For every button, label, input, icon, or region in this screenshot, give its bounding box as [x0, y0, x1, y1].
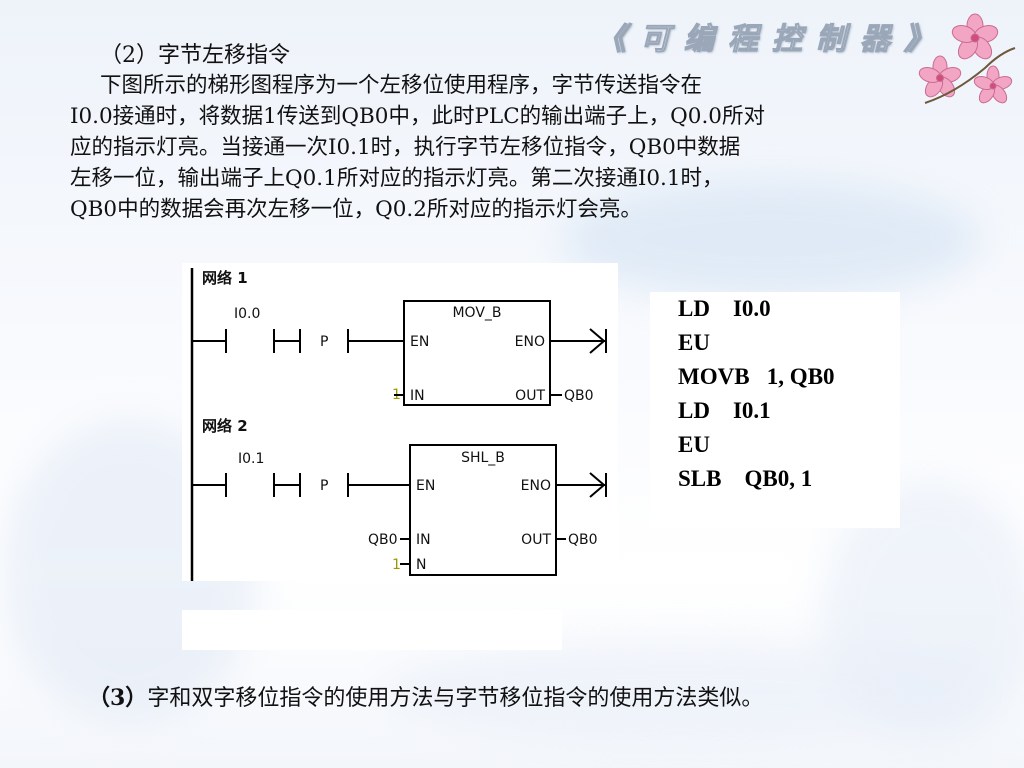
network1-box-title: MOV_B — [452, 305, 501, 321]
description-paragraph: 下图所示的梯形图程序为一个左移位使用程序，字节传送指令在 I0.0接通时，将数据… — [70, 70, 950, 225]
network1-contact-icon — [225, 329, 275, 353]
section-title: （2）字节左移指令 — [100, 43, 290, 68]
network2-n-value: 1 — [392, 557, 401, 573]
network2-in-label: IN — [416, 532, 431, 548]
flower-decoration-icon — [918, 13, 1016, 104]
network2-label: 网络 2 — [202, 417, 248, 435]
network1-en-label: EN — [410, 334, 429, 350]
network1-out-value: QB0 — [564, 388, 594, 404]
footer-number: （3） — [88, 685, 148, 711]
network2-contact-icon — [225, 473, 275, 497]
paragraph-line: 下图所示的梯形图程序为一个左移位使用程序，字节传送指令在 — [100, 73, 703, 98]
network2-en-label: EN — [416, 478, 435, 494]
network1-edge-label: P — [320, 334, 328, 350]
network2-box-title: SHL_B — [461, 450, 505, 466]
slide-header-title: 《可编程控制器》 — [596, 22, 948, 58]
footer-text: 字和双字移位指令的使用方法与字节移位指令的使用方法类似。 — [147, 686, 764, 711]
network2-eno-label: ENO — [521, 478, 551, 494]
paragraph-line: 左移一位，输出端子上Q0.1所对应的指示灯亮。第二次接通I0.1时， — [70, 166, 724, 191]
network1-eno-label: ENO — [515, 334, 545, 350]
network1-output-arrow-icon — [589, 328, 607, 354]
blank-panel — [182, 610, 562, 650]
stl-line: LD I0.1 — [678, 398, 771, 423]
ladder-diagram: 网络 1 I0.0 P MOV_B EN ENO 1 IN OUT QB0 网络… — [182, 263, 618, 581]
network2-out-value: QB0 — [568, 532, 598, 548]
stl-line: EU — [678, 330, 710, 355]
paragraph-line: I0.0接通时，将数据1传送到QB0中，此时PLC的输出端子上，Q0.0所对 — [70, 104, 765, 129]
network1-mov-box — [403, 300, 551, 406]
network1-out-label: OUT — [515, 388, 545, 404]
stl-code-panel: LD I0.0 EU MOVB 1, QB0 LD I0.1 EU SLB QB… — [650, 292, 900, 528]
footer-note: （3）字和双字移位指令的使用方法与字节移位指令的使用方法类似。 — [88, 680, 763, 712]
paragraph-line: QB0中的数据会再次左移一位，Q0.2所对应的指示灯会亮。 — [70, 197, 642, 222]
paragraph-line: 应的指示灯亮。当接通一次I0.1时，执行字节左移位指令，QB0中数据 — [70, 135, 741, 160]
network2-shl-box — [409, 444, 557, 576]
network1-contact-label: I0.0 — [234, 306, 260, 322]
stl-line: MOVB 1, QB0 — [678, 364, 835, 389]
network2-edge-label: P — [320, 478, 328, 494]
network2-output-arrow-icon — [589, 472, 607, 498]
background-cloud — [560, 180, 980, 300]
network2-n-label: N — [416, 557, 426, 573]
stl-line: EU — [678, 432, 710, 457]
ladder-diagram-svg: 网络 1 I0.0 P MOV_B EN ENO 1 IN OUT QB0 网络… — [190, 268, 607, 581]
network1-in-label: IN — [410, 388, 425, 404]
network1-label: 网络 1 — [202, 269, 248, 287]
network2-out-label: OUT — [521, 532, 551, 548]
stl-line: LD I0.0 — [678, 296, 771, 321]
background-cloud — [380, 640, 980, 740]
network2-in-value: QB0 — [368, 532, 398, 548]
network2-contact-label: I0.1 — [238, 451, 264, 467]
stl-line: SLB QB0, 1 — [678, 466, 813, 491]
